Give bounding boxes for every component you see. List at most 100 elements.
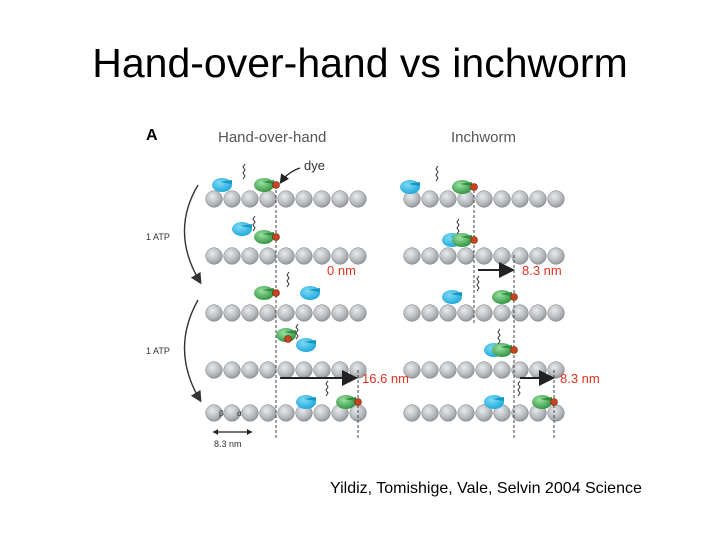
tubulin-subunit [277,247,295,265]
motor-head-green [452,233,472,247]
beta-tubulin-label: β [219,409,224,418]
tubulin-subunit [331,361,349,379]
tubulin-subunit [421,304,439,322]
dye-marker [272,233,280,241]
motor-head-green-neck [262,232,274,236]
motor-head-green [254,178,274,192]
tubulin-subunit [331,190,349,208]
motor-head-green-neck [262,180,274,184]
tubulin-subunit [295,190,313,208]
motor-head-blue [442,290,462,304]
tubulin-subunit [277,190,295,208]
dye-marker [510,293,518,301]
tubulin-subunit [259,304,277,322]
motor-head-green-neck [262,288,274,292]
tubulin-subunit [277,304,295,322]
panel-label: A [146,127,158,144]
scale-bar-right-tip [247,429,252,435]
motor-head-green-neck [460,235,472,239]
motor-head-green [336,395,356,409]
motor-head-blue [296,395,316,409]
tubulin-subunit [259,361,277,379]
motor-head-green [254,286,274,300]
hoh-step-label-0nm: 0 nm [327,263,356,278]
dye-label: dye [304,158,325,173]
coiled-coil-stalk [295,323,299,340]
tubulin-subunit [493,190,511,208]
motor-heads [212,163,558,409]
motor-head-blue [484,395,504,409]
tubulin-subunit [313,404,331,422]
motor-head-green-neck [460,182,472,186]
tubulin-subunit [313,247,331,265]
tubulin-subunit [205,304,223,322]
tubulin-subunit [241,247,259,265]
motor-head-blue-neck [304,340,316,344]
motor-head-blue-neck [304,397,316,401]
tubulin-subunit [547,304,565,322]
tubulin-subunit [511,190,529,208]
tubulin-subunit [439,404,457,422]
tubulin-subunit [331,304,349,322]
tubulin-subunit [295,247,313,265]
tubulin-subunit [529,247,547,265]
dye-marker [470,183,478,191]
tubulin-subunit [529,304,547,322]
tubulin-subunit [313,361,331,379]
motor-head-green [452,180,472,194]
alpha-tubulin-label: α [237,409,242,418]
tubulin-subunit [277,404,295,422]
motor-head-blue-neck [408,182,420,186]
tubulin-subunit [529,190,547,208]
tubulin-subunit [457,404,475,422]
tubulin-subunit [223,404,241,422]
tubulin-subunit [349,247,367,265]
motor-head-blue-neck [220,180,232,184]
motor-head-green [492,290,512,304]
tubulin-subunit [493,304,511,322]
tubulin-subunit [457,361,475,379]
tubulin-subunit [205,190,223,208]
motor-head-blue-neck [240,224,252,228]
dye-marker [510,346,518,354]
tubulin-subunit [511,304,529,322]
tubulin-subunit [223,247,241,265]
tubulin-subunit [295,361,313,379]
motor-head-blue [232,222,252,236]
tubulin-subunit [205,247,223,265]
motor-head-green [532,395,552,409]
tubulin-subunit [403,304,421,322]
tubulin-subunit [475,304,493,322]
motor-head-blue-neck [450,292,462,296]
motor-head-green [492,343,512,357]
coiled-coil-stalk [242,163,246,180]
motor-head-green [254,230,274,244]
tubulin-subunit [511,247,529,265]
inch-step-label-2: 8.3 nm [560,371,600,386]
tubulin-subunit [241,361,259,379]
tubulin-subunit [223,361,241,379]
tubulin-subunit [547,404,565,422]
dye-marker [284,335,292,343]
motor-head-blue [212,178,232,192]
dye-marker [470,236,478,244]
tubulin-subunit [439,190,457,208]
motor-head-green-neck [540,397,552,401]
tubulin-subunit [223,190,241,208]
tubulin-subunit [511,404,529,422]
tubulin-subunit [349,190,367,208]
inch-step-label-1: 8.3 nm [522,263,562,278]
motor-head-green-neck [500,345,512,349]
motor-head-blue-neck [308,288,320,292]
coiled-coil-stalk [517,380,521,397]
tubulin-subunit [457,247,475,265]
coiled-coil-stalk [456,218,460,235]
coiled-coil-stalk [497,328,501,345]
motor-head-blue-neck [492,397,504,401]
citation: Yildiz, Tomishige, Vale, Selvin 2004 Sci… [330,480,642,497]
atp-curve-arrow-2 [183,299,202,403]
tubulin-subunit [241,190,259,208]
coiled-coil-stalk [252,215,256,232]
tubulin-subunit [457,304,475,322]
